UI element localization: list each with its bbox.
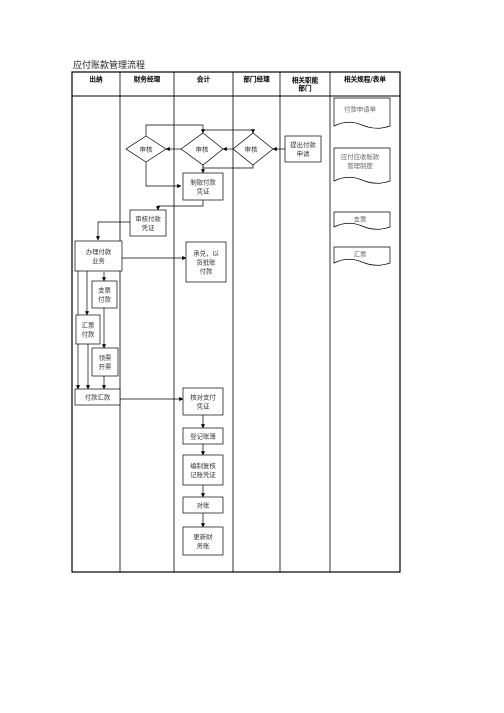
lane-header-docs: 相关规程/表单	[344, 74, 386, 83]
doc-1	[333, 97, 391, 129]
nodes	[74, 132, 322, 556]
lane-header-deptmgr: 部门经理	[243, 74, 270, 83]
node-review-voucher	[129, 209, 167, 237]
label-check-voucher: 核对支付凭证	[190, 392, 216, 410]
label-remit: 汇票付款	[82, 321, 95, 338]
node-apply	[284, 135, 322, 163]
label-reconcile: 对账	[197, 500, 210, 509]
node-invoice	[91, 347, 119, 377]
label-review-fin: 审核	[140, 144, 153, 153]
label-voucher: 制取付款凭证	[190, 177, 216, 195]
node-remit	[75, 314, 101, 345]
label-doc-d2: 应付应收账款管理制度	[341, 152, 380, 170]
connectors	[75, 124, 285, 528]
documents	[333, 97, 391, 266]
label-ledger: 登记账簿	[190, 431, 216, 440]
label-remittance: 付款汇款	[85, 392, 111, 401]
lane-header-related: 相关职能部门	[292, 75, 319, 92]
label-doc-d4: 汇票	[354, 250, 367, 258]
doc-3	[333, 211, 391, 230]
node-review-acct	[180, 132, 224, 166]
node-cash	[185, 241, 227, 283]
node-ledger	[182, 427, 224, 445]
node-bookkeeping	[182, 454, 224, 486]
node-check-voucher	[182, 387, 224, 416]
label-bookkeeping: 编制复核记账凭证	[190, 461, 216, 479]
label-cheque: 支票付款	[98, 285, 111, 303]
label-handle: 办理付款业务	[86, 247, 112, 265]
label-review-voucher: 审核付款凭证	[135, 214, 161, 232]
doc-2	[333, 147, 391, 184]
label-review-acct: 审核	[196, 144, 209, 153]
label-doc-d3: 支票	[354, 214, 367, 223]
node-reconcile	[182, 496, 224, 514]
lane-header-accountant: 会计	[197, 74, 211, 83]
node-handle	[74, 240, 123, 272]
label-cash: 承兑，以货抵账付款	[193, 248, 219, 275]
node-review-dept	[232, 132, 274, 166]
node-labels: 提出付款申请审核审核审核制取付款凭证审核付款凭证办理付款业务承兑，以货抵账付款支…	[82, 104, 380, 550]
label-invoice: 领票开票	[99, 353, 112, 371]
page-title: 应付账款管理流程	[73, 61, 146, 71]
label-apply: 提出付款申请	[290, 140, 316, 158]
node-voucher	[182, 172, 224, 201]
node-review-fin	[125, 135, 167, 163]
lane-header-finmgr: 财务经理	[133, 74, 161, 83]
label-review-dept: 审核	[245, 144, 258, 153]
lane-header-cashier: 出纳	[89, 74, 103, 83]
doc-4	[333, 246, 391, 266]
lane-grid	[71, 71, 401, 573]
label-doc-d1: 付款申请单	[344, 104, 377, 113]
label-update: 更新财务账	[193, 532, 213, 550]
node-cheque	[91, 280, 118, 309]
lane-headers: 出纳 财务经理 会计 部门经理 相关职能部门 相关规程/表单	[89, 74, 386, 92]
node-remittance	[74, 388, 121, 406]
node-update	[182, 526, 224, 556]
